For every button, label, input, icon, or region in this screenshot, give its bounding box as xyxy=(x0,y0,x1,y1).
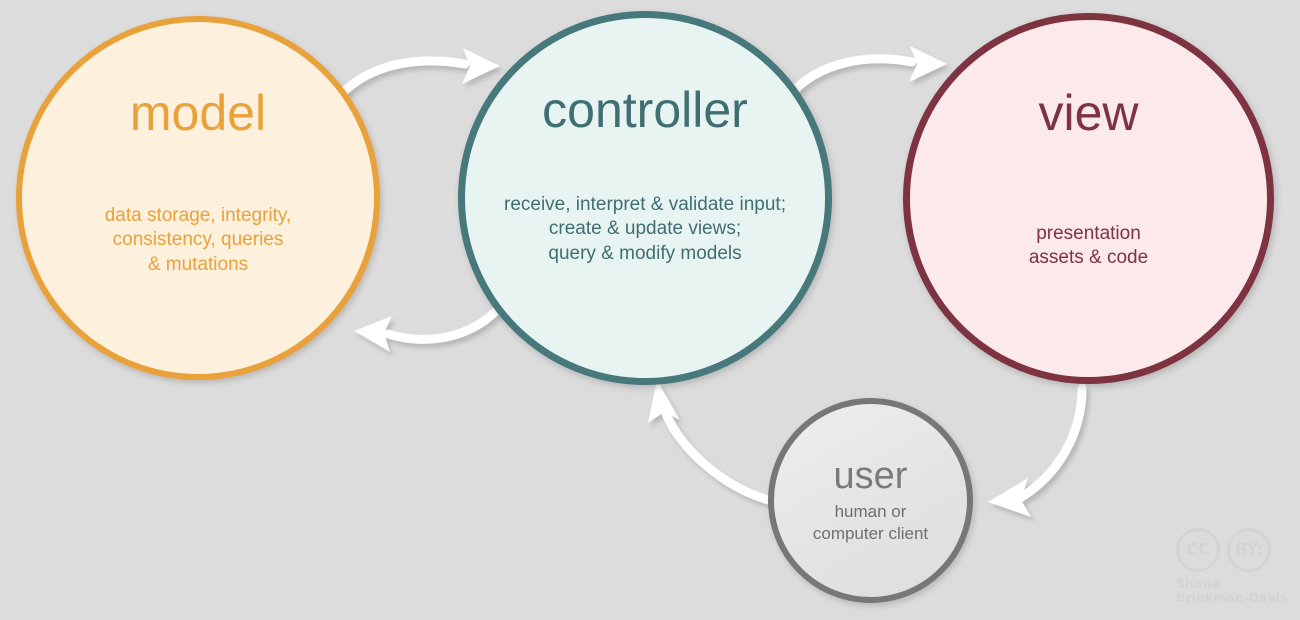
node-model[interactable]: model data storage, integrity, consisten… xyxy=(16,16,380,380)
attribution-author: Shane Brinkman-Davis xyxy=(1176,576,1288,605)
node-controller-description: receive, interpret & validate input; cre… xyxy=(504,194,786,264)
node-view[interactable]: view presentation assets & code xyxy=(903,13,1274,384)
arrow-view-to-user xyxy=(988,383,1087,517)
creative-commons-badge[interactable]: CC BY: Shane Brinkman-Davis xyxy=(1176,528,1292,608)
node-model-description: data storage, integrity, consistency, qu… xyxy=(104,205,292,275)
node-model-title: model xyxy=(129,85,267,141)
node-view-title: view xyxy=(1038,85,1139,141)
node-controller[interactable]: controller receive, interpret & validate… xyxy=(458,11,832,385)
arrow-user-to-controller xyxy=(648,380,773,505)
arrow-model-to-controller xyxy=(331,48,500,105)
node-user-title: user xyxy=(833,454,908,497)
node-view-description: presentation assets & code xyxy=(1028,223,1149,269)
node-user-description: human or computer client xyxy=(812,501,929,543)
creative-commons-icon: CC xyxy=(1176,528,1220,572)
attribution-by-icon: BY: xyxy=(1227,528,1271,572)
node-user[interactable]: user human or computer client xyxy=(768,398,973,603)
node-controller-title: controller xyxy=(542,82,748,138)
arrow-controller-to-view xyxy=(784,46,947,101)
arrow-controller-to-model xyxy=(354,305,502,352)
cc-badge-marks: CC BY: xyxy=(1176,528,1292,572)
